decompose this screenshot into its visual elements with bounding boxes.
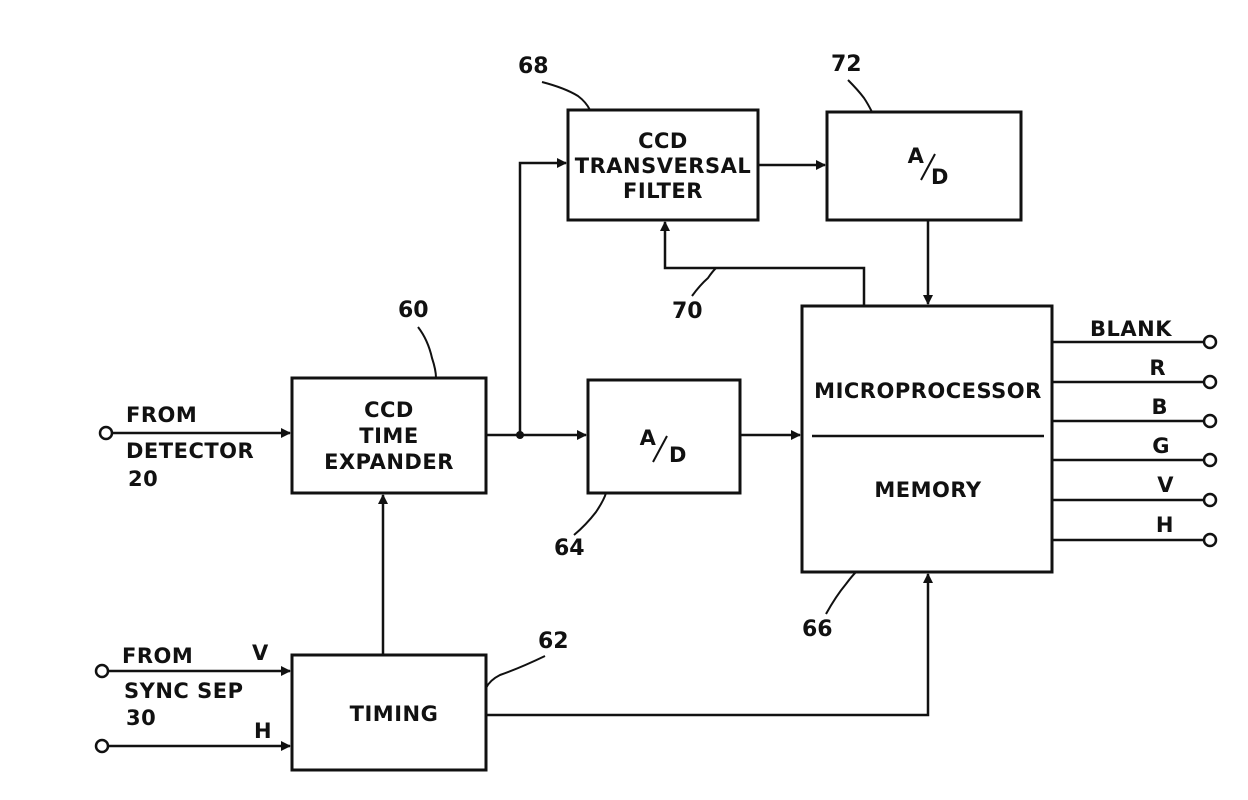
microprocessor-label: MICROPROCESSOR (814, 379, 1042, 403)
output-b: B (1052, 395, 1216, 427)
filter-line-2: TRANSVERSAL (575, 154, 751, 178)
memory-label: MEMORY (874, 478, 982, 502)
ref-68: 68 (518, 54, 549, 79)
adc-main-d: D (669, 443, 687, 467)
detector-label-name: DETECTOR (126, 439, 254, 463)
timing-block: TIMING (292, 655, 486, 770)
adc-filter-d: D (931, 165, 949, 189)
time-expander-line-1: CCD (364, 398, 414, 422)
time-expander-line-2: TIME (359, 424, 418, 448)
leader-70 (692, 268, 716, 296)
ref-66: 66 (802, 617, 833, 642)
ref-64: 64 (554, 536, 585, 561)
sync-h-input-terminal (96, 740, 108, 752)
output-v: V (1052, 473, 1216, 506)
output-h-label: H (1156, 513, 1174, 537)
adc-filter-block: A D (827, 112, 1021, 220)
ref-72: 72 (831, 52, 862, 77)
leader-62 (486, 656, 545, 688)
detector-input-terminal (100, 427, 112, 439)
filter-line-3: FILTER (623, 179, 703, 203)
sync-label-name: SYNC SEP (124, 679, 244, 703)
filter-line-1: CCD (638, 129, 688, 153)
detector-label-number: 20 (128, 467, 158, 491)
leader-64 (574, 493, 606, 535)
ref-60: 60 (398, 298, 429, 323)
sync-h-label: H (254, 719, 272, 743)
output-h: H (1052, 513, 1216, 546)
sync-label-number: 30 (126, 706, 156, 730)
microprocessor-memory-block: MICROPROCESSOR MEMORY (802, 306, 1052, 572)
ref-62: 62 (538, 629, 569, 654)
output-r-label: R (1149, 356, 1166, 380)
adc-main-block: A D (588, 380, 740, 493)
adc-main-a: A (640, 426, 657, 450)
time-expander-line-3: EXPANDER (324, 450, 454, 474)
output-b-label: B (1151, 395, 1168, 419)
leader-68 (542, 82, 590, 110)
leader-66 (826, 572, 856, 614)
wire-branch-to-filter (520, 163, 566, 435)
leader-72 (848, 80, 872, 112)
output-v-label: V (1157, 473, 1174, 497)
timing-label: TIMING (350, 702, 439, 726)
output-r: R (1052, 356, 1216, 388)
detector-label-from: FROM (126, 403, 197, 427)
leader-60 (418, 327, 436, 378)
output-g: G (1052, 434, 1216, 466)
sync-v-label: V (252, 641, 269, 665)
sync-v-input-terminal (96, 665, 108, 677)
ref-70: 70 (672, 299, 703, 324)
output-g-label: G (1152, 434, 1170, 458)
ccd-transversal-filter-block: CCD TRANSVERSAL FILTER (568, 110, 758, 220)
adc-filter-a: A (908, 144, 925, 168)
sync-label-from: FROM (122, 644, 193, 668)
output-blank: BLANK (1052, 317, 1216, 348)
output-blank-label: BLANK (1090, 317, 1172, 341)
ccd-time-expander-block: CCD TIME EXPANDER (292, 378, 486, 493)
